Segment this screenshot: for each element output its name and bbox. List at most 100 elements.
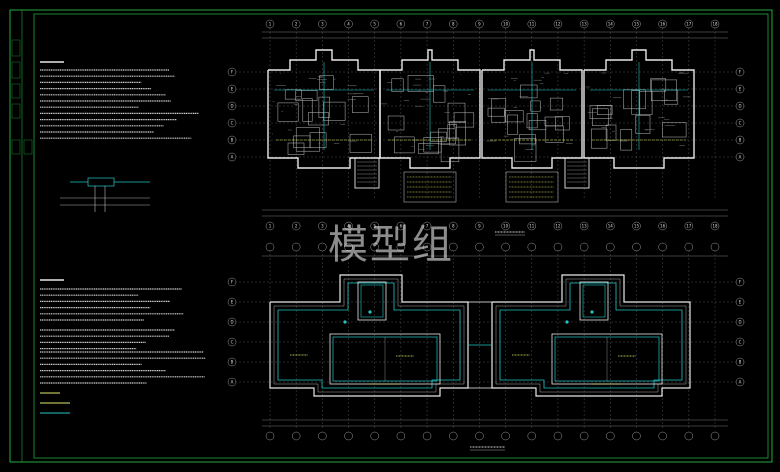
- circle-axis-icon: [448, 221, 458, 231]
- axis-bubble: C: [735, 337, 745, 347]
- room-partition: [407, 75, 434, 92]
- stair-core: [564, 157, 590, 189]
- axis-bubble: 13: [579, 221, 589, 231]
- circle-axis-icon: [553, 242, 563, 252]
- room-partition: [528, 120, 547, 131]
- axis-bubble: 10: [501, 221, 510, 231]
- room-partition: [639, 91, 653, 115]
- circle-axis-icon: [344, 431, 353, 441]
- circle-axis-icon: [227, 357, 237, 367]
- axis-bubble: 18: [710, 19, 720, 29]
- circle-axis-icon: [710, 242, 720, 252]
- circle-axis-icon: [501, 242, 510, 252]
- circle-axis-icon: [265, 19, 275, 29]
- circle-axis-icon: [632, 221, 641, 231]
- circle-axis-icon: [227, 317, 237, 327]
- circle-axis-icon: [684, 221, 694, 231]
- grounding-legend-diagram: [60, 177, 150, 212]
- circle-axis-icon: [396, 431, 406, 441]
- axis-number: 18: [712, 224, 718, 229]
- axis-letter: F: [231, 280, 234, 285]
- axis-bubble: E: [227, 297, 237, 307]
- circle-axis-icon: [422, 221, 432, 231]
- axis-bubble: 12: [553, 221, 563, 231]
- axis-bubble: 4: [344, 19, 353, 29]
- room-partition: [453, 112, 475, 128]
- axis-bubble: [475, 242, 484, 441]
- circle-axis-icon: [658, 431, 667, 441]
- circle-axis-icon: [227, 297, 237, 307]
- circle-axis-icon: [422, 242, 432, 252]
- circle-axis-icon: [370, 431, 379, 441]
- axis-bubble: 9: [475, 19, 484, 29]
- circle-axis-icon: [632, 19, 641, 29]
- axis-letter: D: [738, 104, 741, 109]
- circle-axis-icon: [227, 118, 237, 128]
- axis-bubble: F: [227, 277, 237, 287]
- axis-bubble: B: [227, 357, 237, 367]
- axis-bubble: [684, 242, 694, 441]
- axis-bubble: C: [735, 118, 745, 128]
- parapet-line: [495, 278, 687, 393]
- axis-bubble: 6: [396, 221, 406, 231]
- axis-bubble: 4: [344, 221, 353, 231]
- axis-bubble: 18: [710, 221, 720, 231]
- roof-outline: [269, 274, 469, 397]
- circle-axis-icon: [227, 337, 237, 347]
- room-partition: [308, 112, 329, 126]
- room-partition: [520, 84, 538, 99]
- axis-bubble: D: [227, 317, 237, 327]
- circle-axis-icon: [527, 242, 537, 252]
- axis-bubble: [632, 242, 641, 441]
- axis-number: 7: [426, 224, 429, 229]
- circle-axis-icon: [579, 242, 589, 252]
- room-partition: [487, 107, 505, 117]
- circle-axis-icon: [227, 277, 237, 287]
- room-partition: [394, 136, 415, 154]
- axis-letter: E: [231, 300, 234, 305]
- room-partition: [284, 89, 302, 100]
- room-partition: [544, 116, 563, 127]
- circle-axis-icon: [475, 221, 484, 231]
- axis-letter: A: [231, 380, 234, 385]
- axis-number: 9: [478, 224, 481, 229]
- axis-number: 12: [555, 22, 561, 27]
- upper-floor-plan: 1122334455667788991010111112121313141415…: [227, 19, 745, 231]
- room-partition: [549, 97, 563, 111]
- circle-axis-icon: [265, 431, 275, 441]
- axis-letter: F: [739, 280, 742, 285]
- design-notes-upper: [40, 61, 199, 139]
- circle-axis-icon: [227, 135, 237, 145]
- axis-bubble: 15: [632, 19, 641, 29]
- down-conductor-icon: [343, 320, 347, 324]
- axis-bubble: 16: [658, 19, 667, 29]
- down-conductor-icon: [565, 320, 569, 324]
- axis-number: 2: [295, 224, 298, 229]
- circle-axis-icon: [684, 242, 694, 252]
- circle-axis-icon: [735, 135, 745, 145]
- circle-axis-icon: [475, 242, 484, 252]
- circle-axis-icon: [710, 431, 720, 441]
- axis-number: 1: [269, 22, 272, 27]
- lightning-belt-tower: [360, 284, 384, 318]
- exterior-wall: [267, 49, 381, 169]
- circle-axis-icon: [658, 242, 667, 252]
- circle-axis-icon: [735, 67, 745, 77]
- circle-axis-icon: [265, 221, 275, 231]
- circle-axis-icon: [735, 152, 745, 162]
- circle-axis-icon: [527, 19, 537, 29]
- axis-bubble: F: [735, 67, 745, 77]
- room-partition: [449, 121, 466, 146]
- axis-bubble: [370, 242, 379, 441]
- axis-bubble: D: [735, 317, 745, 327]
- axis-bubble: 1: [265, 19, 275, 29]
- axis-number: 15: [634, 224, 640, 229]
- circle-axis-icon: [632, 242, 641, 252]
- axis-number: 1: [269, 224, 272, 229]
- room-partition: [349, 133, 372, 153]
- axis-bubble: E: [227, 84, 237, 94]
- axis-number: 2: [295, 22, 298, 27]
- circle-axis-icon: [227, 152, 237, 162]
